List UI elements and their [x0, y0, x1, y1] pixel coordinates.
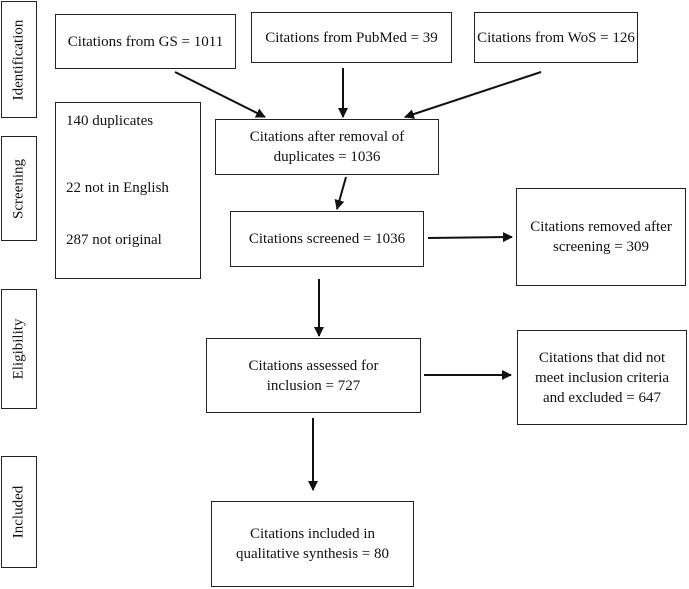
source-gs-text: Citations from GS = 1011 [67, 33, 224, 50]
stage-identification-label: Identification [10, 19, 27, 100]
source-wos-box: Citations from WoS = 126 [474, 12, 638, 63]
arrow-after-duplicates-to-screened [334, 176, 347, 210]
not-original-count: 287 not original [66, 232, 162, 248]
included-text: Citations included in qualitative synthe… [235, 526, 390, 562]
not-english-count: 22 not in English [66, 180, 169, 196]
stage-eligibility-label: Eligibility [10, 318, 27, 380]
source-wos-text: Citations from WoS = 126 [477, 29, 635, 46]
stage-identification: Identification [1, 1, 37, 118]
screened-text: Citations screened = 1036 [248, 231, 406, 247]
after-duplicates-text: Citations after removal of duplicates = … [249, 129, 405, 165]
removed-after-screening-text: Citations removed after screening = 309 [530, 219, 672, 255]
arrow-wos-to-after-duplicates [404, 71, 542, 119]
stage-screening: Screening [1, 136, 37, 241]
source-pubmed-text: Citations from PubMed = 39 [265, 29, 438, 46]
stage-eligibility: Eligibility [1, 289, 37, 409]
after-duplicates-box: Citations after removal of duplicates = … [215, 119, 439, 175]
screened-box: Citations screened = 1036 [230, 211, 424, 267]
assessed-box: Citations assessed for inclusion = 727 [206, 338, 421, 413]
stage-included-label: Included [10, 485, 27, 539]
exclusion-reasons-box: 140 duplicates 22 not in English 287 not… [55, 102, 201, 279]
excluded-text: Citations that did not meet inclusion cr… [534, 349, 670, 406]
removed-after-screening-box: Citations removed after screening = 309 [516, 188, 686, 286]
stage-included: Included [1, 456, 37, 568]
assessed-text: Citations assessed for inclusion = 727 [248, 357, 379, 394]
excluded-box: Citations that did not meet inclusion cr… [517, 330, 687, 425]
source-gs-box: Citations from GS = 1011 [55, 14, 236, 69]
duplicates-count: 140 duplicates [66, 113, 154, 129]
arrow-screened-to-removed [427, 232, 513, 243]
source-pubmed-box: Citations from PubMed = 39 [251, 12, 452, 63]
stage-screening-label: Screening [10, 158, 27, 219]
included-box: Citations included in qualitative synthe… [211, 501, 414, 587]
